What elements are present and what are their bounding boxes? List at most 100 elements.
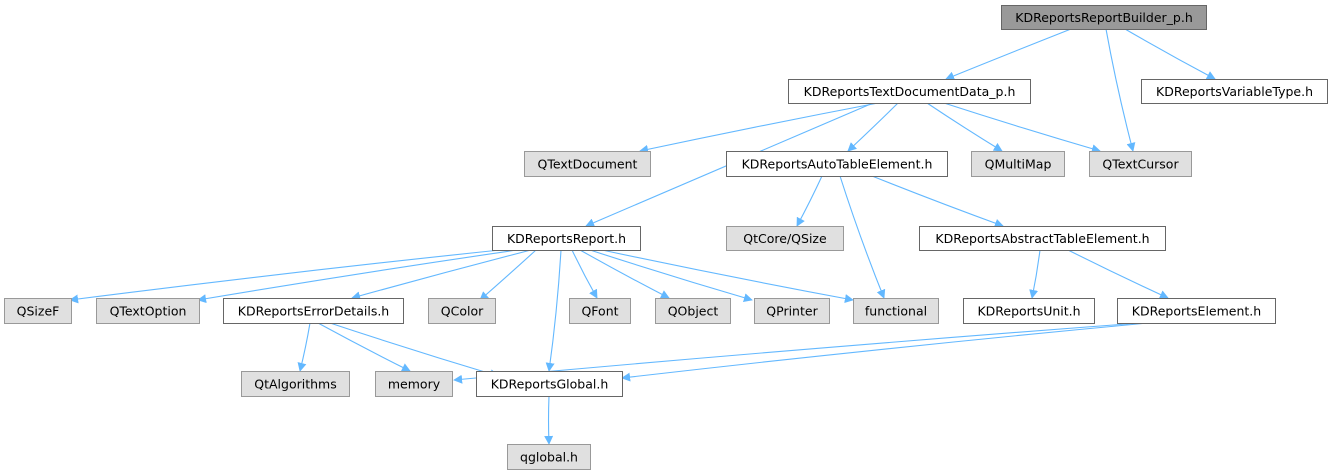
node-qglobal: qglobal.h [507,444,591,470]
edges-layer [69,28,1216,445]
node-unit[interactable]: KDReportsUnit.h [963,298,1095,324]
edge-autotable-to-abstracttable [871,175,1004,228]
node-box [963,298,1095,324]
edge-report-to-qfont [571,249,598,299]
edge-report-to-global [545,249,562,372]
node-box [754,298,830,324]
node-box [853,298,939,324]
node-qcolor: QColor [428,298,496,324]
edge-arrow [1029,249,1041,299]
edge-arrow [69,249,501,304]
edge-arrow [579,249,670,299]
edge-arrow [317,322,411,372]
node-label: QObject [668,304,719,319]
node-label: KDReportsElement.h [1132,304,1261,319]
edge-builder-to-vartype [1124,28,1216,80]
edge-errordetails-to-qtalgorithms [297,322,311,372]
edge-arrow [1105,28,1136,152]
node-box [476,371,623,397]
edge-report-to-qcolor [479,249,537,301]
node-functional: functional [853,298,939,324]
edge-textdocdata-to-qtextcursor [943,102,1101,154]
edge-report-to-qprinter [589,249,753,303]
edge-textdocdata-to-qtextdocument [639,102,879,154]
nodes-layer: KDReportsReportBuilder_p.hKDReportsTextD… [4,5,1328,470]
edge-arrow [589,249,753,303]
node-label: QtAlgorithms [254,377,336,392]
edge-element-to-global [621,322,1149,382]
node-errordetails[interactable]: KDReportsErrorDetails.h [223,298,404,324]
edge-arrow [571,249,598,299]
edge-arrow [545,249,562,372]
edge-arrow [621,322,1149,382]
edge-report-to-qtextoption [197,249,518,304]
edge-builder-to-qtextcursor [1105,28,1136,152]
node-label: QColor [441,304,484,319]
node-label: QTextOption [110,304,187,319]
node-box [1117,298,1276,324]
node-box [569,298,631,324]
node-box [241,371,350,397]
edge-arrow [871,175,1004,228]
node-box [919,226,1166,251]
node-autotable[interactable]: KDReportsAutoTableElement.h [726,151,948,177]
node-label: QPrinter [766,304,818,319]
edge-arrow [197,249,518,304]
node-abstracttable[interactable]: KDReportsAbstractTableElement.h [919,226,1166,251]
edge-textdocdata-to-autotable [847,102,899,152]
node-label: KDReportsReport.h [507,231,626,246]
edge-arrow [1124,28,1216,80]
edge-arrow [839,175,886,299]
edge-arrow [639,102,879,154]
node-label: KDReportsTextDocumentData_p.h [804,84,1016,99]
edge-errordetails-to-memory [317,322,411,372]
node-global[interactable]: KDReportsGlobal.h [476,371,623,397]
node-label: KDReportsReportBuilder_p.h [1015,10,1193,25]
node-memory: memory [375,371,453,397]
edge-arrow [329,322,499,378]
node-label: QMultiMap [985,157,1052,172]
edge-report-to-qsizef [69,249,501,304]
node-builder[interactable]: KDReportsReportBuilder_p.h [1001,5,1207,30]
node-box [726,226,844,251]
edge-arrow [1067,249,1169,299]
edge-report-to-errordetails [351,249,532,301]
node-vartype[interactable]: KDReportsVariableType.h [1141,79,1328,104]
node-box [223,298,404,324]
node-box [428,298,496,324]
edge-report-to-functional [601,249,854,303]
edge-arrow [351,249,532,301]
node-box [4,298,72,324]
node-label: QSizeF [17,304,60,319]
edge-arrow [943,102,1101,154]
node-qsizef: QSizeF [4,298,72,324]
edge-builder-to-textdocdata [945,28,1072,81]
edge-arrow [796,175,823,227]
node-label: memory [388,377,441,392]
node-element[interactable]: KDReportsElement.h [1117,298,1276,324]
edge-arrow [479,249,537,301]
edge-textdocdata-to-qmultimap [926,102,1003,152]
node-qprinter: QPrinter [754,298,830,324]
node-label: KDReportsAutoTableElement.h [742,157,933,172]
node-report[interactable]: KDReportsReport.h [492,226,641,251]
node-textdocdata[interactable]: KDReportsTextDocumentData_p.h [788,79,1031,104]
node-box [96,298,200,324]
edge-autotable-to-functional [839,175,886,299]
node-qtalgorithms: QtAlgorithms [241,371,350,397]
node-qtextdocument: QTextDocument [524,151,651,177]
node-box [726,151,948,177]
node-qtextoption: QTextOption [96,298,200,324]
node-label: KDReportsGlobal.h [491,377,609,392]
node-qfont: QFont [569,298,631,324]
edge-arrow [945,28,1072,81]
node-qobject: QObject [655,298,731,324]
node-box [507,444,591,470]
node-box [788,79,1031,104]
node-qtextcursor: QTextCursor [1089,151,1192,177]
node-box [524,151,651,177]
node-label: KDReportsAbstractTableElement.h [935,231,1149,246]
node-label: QTextCursor [1102,157,1179,172]
node-box [971,151,1065,177]
edge-abstracttable-to-element [1067,249,1169,299]
